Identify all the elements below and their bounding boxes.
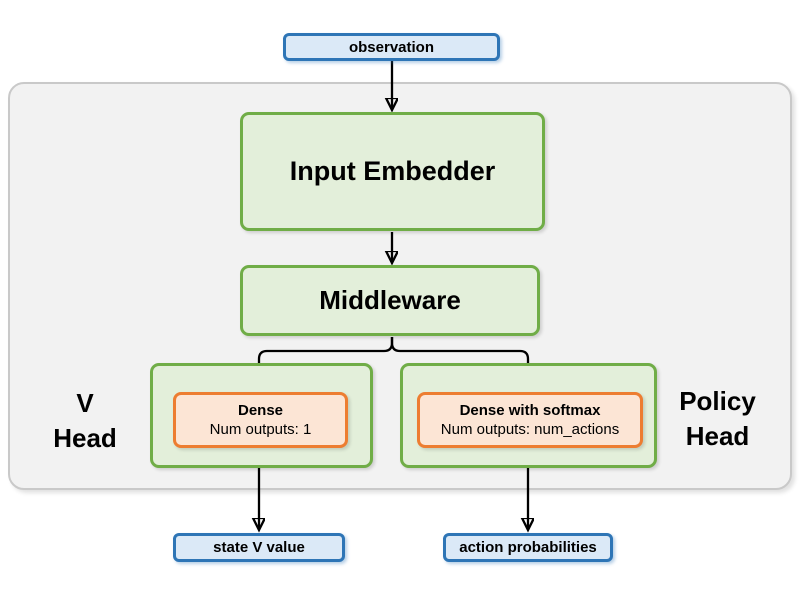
observation-label: observation [348,38,435,56]
policy-head-dense-subtitle: Num outputs: num_actions [440,421,620,438]
policy-head-dense-title: Dense with softmax [459,401,601,419]
v-head-label-line1: V [76,388,94,418]
policy-head-dense-node: Dense with softmax Num outputs: num_acti… [417,392,643,448]
middleware-node: Middleware [240,265,540,336]
v-head-dense-title: Dense [237,401,284,419]
input-embedder-label: Input Embedder [289,156,496,186]
observation-node: observation [283,33,500,61]
middleware-label: Middleware [319,285,461,315]
action-probabilities-label: action probabilities [459,539,597,556]
policy-head-label: Policy Head [660,383,775,455]
policy-head-label-line1: Policy [679,386,756,416]
v-head-label-line2: Head [53,423,117,453]
v-head-dense-node: Dense Num outputs: 1 [173,392,348,448]
v-head-dense-subtitle: Num outputs: 1 [209,421,312,438]
state-v-value-label: state V value [213,539,305,556]
action-probabilities-node: action probabilities [443,533,613,562]
state-v-value-node: state V value [173,533,345,562]
input-embedder-node: Input Embedder [240,112,545,231]
policy-head-label-line2: Head [685,421,750,451]
v-head-label: V Head [30,385,140,457]
